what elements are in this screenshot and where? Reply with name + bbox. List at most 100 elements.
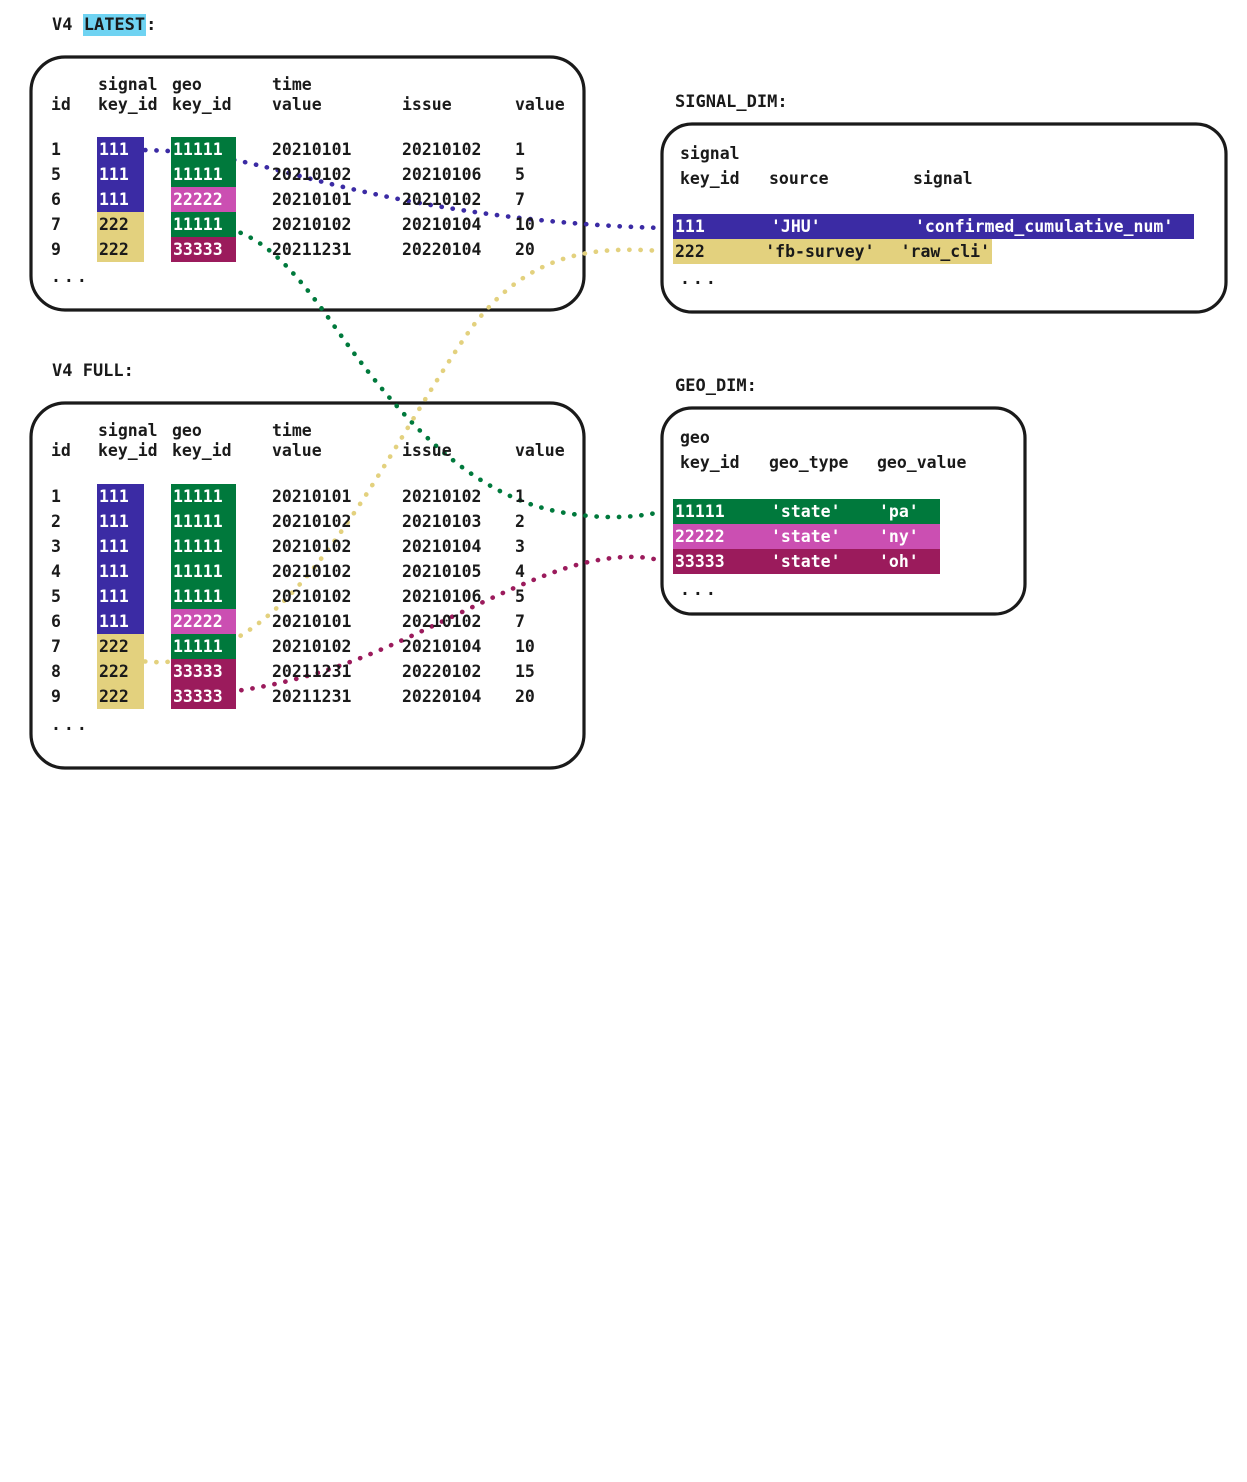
geo-dim-more-rows: ... <box>680 580 719 599</box>
latest-header-geo-key-id: key_id <box>172 95 232 114</box>
table-row: 20210102 <box>402 140 482 159</box>
table-row: 111 <box>97 584 144 609</box>
geo-dim-table: geo key_id geo_type geo_value 11111'stat… <box>0 0 966 599</box>
table-row: 20210102 <box>272 637 352 656</box>
latest-header-time-value: value <box>272 95 322 114</box>
latest-header-issue: issue <box>402 95 452 114</box>
geo-dim-geo-type: 'state' <box>771 552 841 571</box>
geo-dim-geo-value: 'ny' <box>879 527 919 546</box>
table-row: 20220104 <box>402 240 482 259</box>
table-row: 20210102 <box>272 537 352 556</box>
signal-dim-key-id: 222 <box>675 242 705 261</box>
table-row: 20210106 <box>402 165 482 184</box>
table-row: 7 <box>51 637 61 656</box>
table-row: 222 <box>97 684 144 709</box>
table-row: 5 <box>51 587 61 606</box>
full-caption: V4 FULL: <box>52 361 134 381</box>
latest-header-time: time <box>272 75 312 94</box>
signal-dim-header-key-id: key_id <box>680 169 740 188</box>
table-row: 3 <box>515 537 525 556</box>
table-row: 2 <box>515 512 525 531</box>
signal-dim-caption: SIGNAL_DIM: <box>675 92 788 112</box>
table-row: 5 <box>515 165 525 184</box>
signal-dim-key-id: 111 <box>675 217 705 236</box>
table-row: 20210105 <box>402 562 482 581</box>
table-row: 11111 <box>171 137 236 162</box>
table-row: 20210101 <box>272 612 352 631</box>
latest-header-value: value <box>515 95 565 114</box>
table-row: 20 <box>515 240 535 259</box>
latest-caption-prefix: V4 <box>52 15 83 35</box>
latest-caption-highlight: LATEST <box>82 14 147 36</box>
geo-dim-key-id: 33333 <box>675 552 725 571</box>
geo-dim-header-geo: geo <box>680 428 710 447</box>
table-row: 111 <box>97 609 144 634</box>
table-row: 20210103 <box>402 512 482 531</box>
table-row: 33333 <box>171 659 236 684</box>
geo-dim-key-id: 11111 <box>675 502 725 521</box>
table-row: 1 <box>515 140 525 159</box>
latest-header-geo: geo <box>172 75 202 94</box>
table-row: 11111 <box>171 509 236 534</box>
table-row: 1 <box>51 140 61 159</box>
table-row: 20210106 <box>402 587 482 606</box>
signal-dim-more-rows: ... <box>680 269 719 288</box>
table-row: 20210102 <box>272 215 352 234</box>
table-row: 7 <box>515 190 525 209</box>
full-header-id: id <box>51 441 71 460</box>
signal-dim-table: signal key_id source signal 111'JHU''con… <box>0 0 1194 288</box>
table-row: 22222'state''ny' <box>673 524 940 549</box>
table-row: 1 <box>515 487 525 506</box>
table-row: 8 <box>51 662 61 681</box>
geo-dim-header-geo-type: geo_type <box>769 453 849 472</box>
table-row: 20210102 <box>402 190 482 209</box>
table-row: 111 <box>97 187 144 212</box>
table-row: 3 <box>51 537 61 556</box>
geo-dim-key-id: 22222 <box>675 527 725 546</box>
latest-more-rows: ... <box>51 267 90 286</box>
table-row: 111 <box>97 559 144 584</box>
table-row: 15 <box>515 662 535 681</box>
table-row: 20210102 <box>272 512 352 531</box>
signal-dim-header-signal-name: signal <box>913 169 973 188</box>
table-row: 20210102 <box>402 612 482 631</box>
table-row: 10 <box>515 637 535 656</box>
table-row: 20210101 <box>272 190 352 209</box>
signal-dim-source: 'fb-survey' <box>765 242 875 261</box>
table-row: 20210102 <box>272 562 352 581</box>
latest-header-signal: signal <box>98 75 158 94</box>
table-row: 20210104 <box>402 537 482 556</box>
latest-caption-suffix: : <box>146 15 157 35</box>
table-row: 33333 <box>171 237 236 262</box>
table-row: 111 'JHU' 'confirmed_cumulative_num' <box>673 214 1194 239</box>
signal-dim-source: 'JHU' <box>771 217 821 236</box>
table-row: 7 <box>515 612 525 631</box>
signal-dim-signal: 'confirmed_cumulative_num' <box>915 217 1174 236</box>
table-row: 7 <box>51 215 61 234</box>
table-row: 4 <box>51 562 61 581</box>
table-row: 20210102 <box>272 587 352 606</box>
table-row: 11111 <box>171 212 236 237</box>
table-row: 33333'state''oh' <box>673 549 940 574</box>
table-row: 11111 <box>171 534 236 559</box>
signal-dim-signal: 'raw_cli' <box>900 242 990 261</box>
table-row: 20210102 <box>272 165 352 184</box>
full-header-signal-key-id: key_id <box>98 441 158 460</box>
table-row: 11111 <box>171 162 236 187</box>
full-more-rows: ... <box>51 715 90 734</box>
table-row: 11111 <box>171 559 236 584</box>
geo-dim-caption: GEO_DIM: <box>675 376 757 396</box>
table-row: 222 <box>97 237 144 262</box>
geo-dim-header-key-id: key_id <box>680 453 740 472</box>
table-row: 222 'fb-survey' 'raw_cli' <box>673 239 992 264</box>
table-row: 111 <box>97 137 144 162</box>
table-row: 111 <box>97 484 144 509</box>
table-row: 5 <box>515 587 525 606</box>
table-row: 22222 <box>171 609 236 634</box>
table-row: 222 <box>97 634 144 659</box>
table-row: 10 <box>515 215 535 234</box>
table-row: 9 <box>51 240 61 259</box>
table-row: 20220104 <box>402 687 482 706</box>
table-row: 222 <box>97 212 144 237</box>
signal-dim-header-signal: signal <box>680 144 740 163</box>
